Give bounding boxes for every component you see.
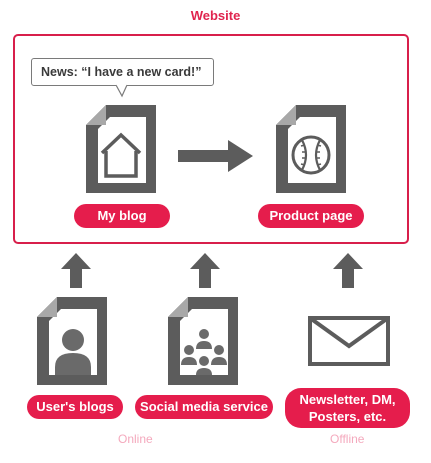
online-label: Online (118, 432, 153, 446)
website-title: Website (190, 8, 241, 23)
document-group-icon (168, 297, 238, 385)
envelope-icon (308, 316, 390, 366)
newsletter-label: Newsletter, DM, Posters, etc. (285, 388, 410, 428)
arrow-right-icon (178, 140, 253, 172)
users-blogs-label: User's blogs (27, 395, 123, 419)
website-frame (13, 34, 409, 244)
social-media-label: Social media service (135, 395, 273, 419)
callout-tail-icon (115, 83, 128, 98)
product-page-label: Product page (258, 204, 364, 228)
news-callout: News: “I have a new card!” (31, 58, 214, 86)
document-house-icon (86, 105, 156, 193)
offline-label: Offline (330, 432, 365, 446)
arrow-up-icon (190, 253, 220, 288)
newsletter-label-line2: Posters, etc. (308, 409, 387, 424)
newsletter-label-line1: Newsletter, DM, (299, 392, 396, 407)
my-blog-label: My blog (74, 204, 170, 228)
document-user-icon (37, 297, 107, 385)
document-baseball-icon (276, 105, 346, 193)
arrow-up-icon (333, 253, 363, 288)
arrow-up-icon (61, 253, 91, 288)
